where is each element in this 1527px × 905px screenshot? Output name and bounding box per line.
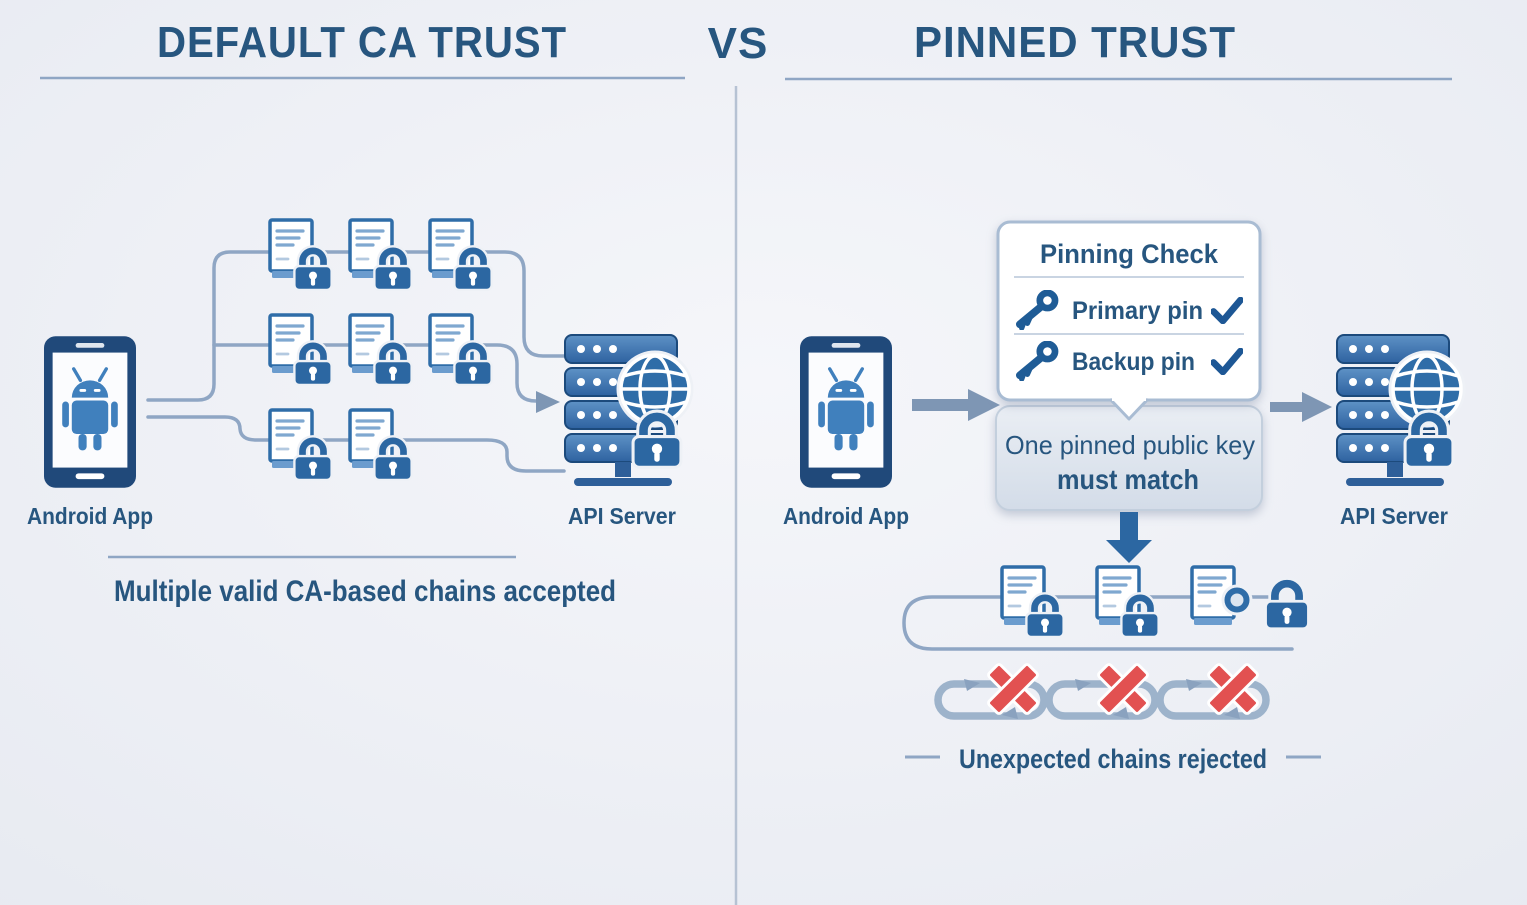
vs-separator: VS <box>708 19 769 68</box>
left-panel-title: DEFAULT CA TRUST <box>157 18 567 67</box>
android-phone-icon <box>44 334 136 490</box>
right-caption: Unexpected chains rejected <box>959 744 1267 774</box>
pinning-check-box: Pinning Check Primary pin Backup pin <box>996 220 1262 421</box>
pinned-chain-connector-line <box>902 595 1294 651</box>
arrow-right-icon <box>912 389 1000 421</box>
arrow-down-icon <box>1106 512 1152 563</box>
arrow-right-icon <box>1270 392 1332 422</box>
note-line1: One pinned public key <box>1005 430 1255 460</box>
pinning-row-primary: Primary pin <box>1020 293 1241 328</box>
left-server-label: API Server <box>568 503 676 529</box>
primary-pin-label: Primary pin <box>1072 297 1203 325</box>
android-phone-icon <box>800 334 892 490</box>
pinning-box-title: Pinning Check <box>1040 239 1219 269</box>
right-server-label: API Server <box>1340 503 1448 529</box>
pinning-row-backup: Backup pin <box>1020 344 1241 379</box>
right-device-label: Android App <box>783 503 909 529</box>
left-caption: Multiple valid CA-based chains accepted <box>114 575 616 608</box>
note-line2: must match <box>1057 464 1199 495</box>
right-panel-title: PINNED TRUST <box>914 18 1236 67</box>
left-device-label: Android App <box>27 503 153 529</box>
certificate-seal-icon <box>1190 565 1253 627</box>
pinned-certificate-chain <box>1000 565 1308 637</box>
backup-pin-label: Backup pin <box>1072 348 1195 376</box>
arrow-into-server-icon <box>536 391 560 413</box>
